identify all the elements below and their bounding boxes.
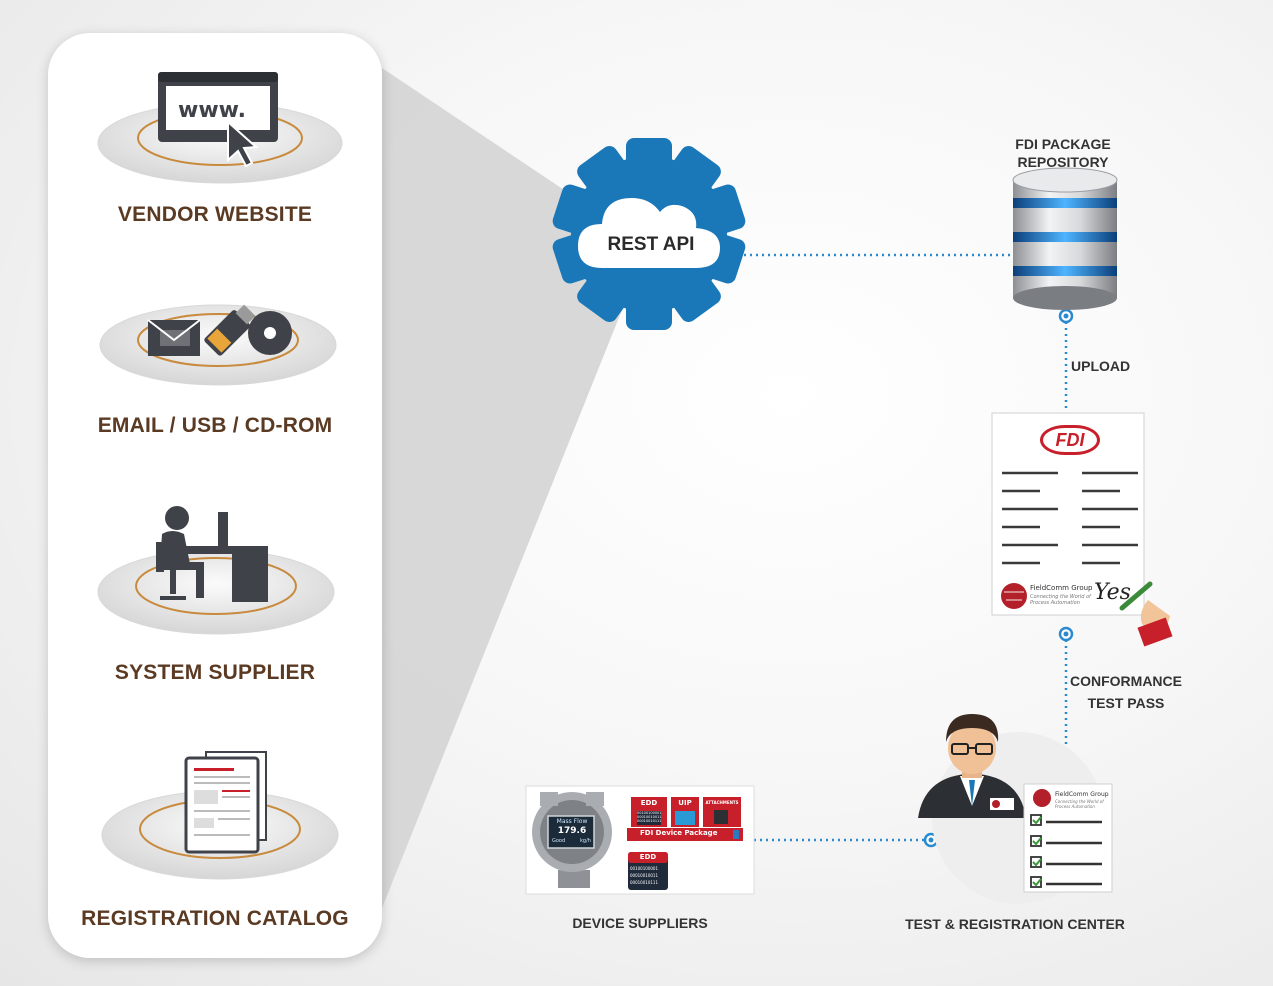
package-label: FDI Device Package <box>640 829 718 837</box>
bits-line-2: 00010010011 <box>637 815 662 819</box>
test-center-label: TEST & REGISTRATION CENTER <box>905 916 1125 932</box>
device-package-card <box>525 785 755 895</box>
package-block-edd: EDD <box>640 799 658 807</box>
edd-label: EDD <box>639 853 657 861</box>
bits-line-1: 00100100001 <box>637 811 662 815</box>
fdi-logo-text: FDI <box>1055 430 1085 450</box>
database-icon <box>1012 167 1118 310</box>
source-label-media: EMAIL / USB / CD-ROM <box>97 414 333 437</box>
repository-label-line1: FDI PACKAGE <box>1015 136 1111 152</box>
package-block-uip: UIP <box>678 799 692 807</box>
cert-tagline-1: Connecting the World of <box>1030 594 1091 600</box>
inspector-person-icon <box>918 714 1026 818</box>
device-suppliers-label: DEVICE SUPPLIERS <box>572 915 708 931</box>
checklist-org-name: FieldComm Group <box>1055 791 1109 798</box>
source-label-system: SYSTEM SUPPLIER <box>114 661 316 684</box>
checklist-tagline-1: Connecting the World of <box>1055 799 1104 804</box>
browser-cursor-icon: www. <box>158 72 278 168</box>
person-at-computer-icon <box>156 506 268 602</box>
svg-text:www.: www. <box>178 98 246 123</box>
cert-signature: Yes <box>1094 580 1131 605</box>
cert-org-name: FieldComm Group <box>1030 584 1093 592</box>
display-status: Good <box>552 838 566 844</box>
repository-label-line2: REPOSITORY <box>1017 154 1109 170</box>
edd-bits-line-3: 00010010111 <box>630 880 658 885</box>
flow-connectors <box>732 253 1068 842</box>
conformance-label-line1: CONFORMANCE <box>1070 673 1182 689</box>
edd-bits-line-2: 00010010011 <box>630 873 658 878</box>
edd-bits-line-1: 00100100001 <box>630 866 658 871</box>
flow-meter-icon <box>532 792 612 888</box>
source-label-catalog: REGISTRATION CATALOG <box>81 907 349 930</box>
display-title: Mass Flow <box>556 818 588 825</box>
fdi-logo: FDI <box>1040 425 1100 455</box>
source-label-vendor: VENDOR WEBSITE <box>117 203 313 226</box>
checklist-tagline-2: Process Automation <box>1055 804 1095 809</box>
cert-tagline-2: Process Automation <box>1030 600 1080 606</box>
display-unit: kg/h <box>580 838 591 844</box>
rest-api-label: REST API <box>607 234 695 255</box>
package-block-attachments: ATTACHMENTS <box>705 800 739 805</box>
upload-label: UPLOAD <box>1071 358 1131 374</box>
envelope-usb-cd-icon <box>147 304 292 356</box>
catalog-documents-icon <box>184 751 267 854</box>
checklist-card <box>1023 783 1113 893</box>
display-value: 179.6 <box>557 826 587 836</box>
cloud-gear-icon <box>552 138 746 330</box>
signing-hand-icon <box>1119 581 1173 647</box>
bits-line-3: 00010010111 <box>637 819 662 823</box>
conformance-label-line2: TEST PASS <box>1087 695 1165 711</box>
